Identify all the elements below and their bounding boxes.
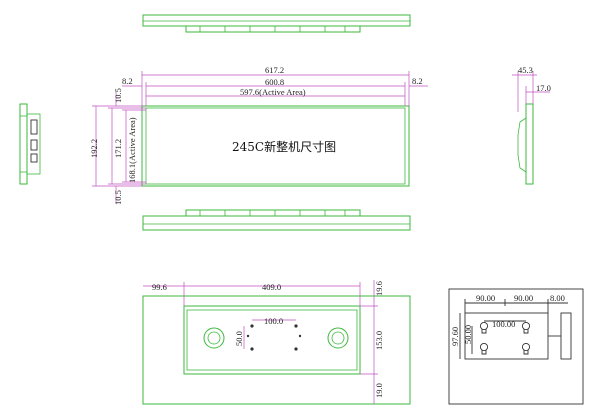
panel-depth-label: 17.0 — [536, 83, 551, 93]
front-view-outline — [141, 105, 410, 187]
detail-height-dim: 97.60 — [450, 327, 460, 346]
active-width-label: 597.6(Active Area) — [240, 87, 306, 97]
rear-left-offset-label: 99.6 — [152, 282, 167, 292]
hole-spacing-v-label: 50.0 — [234, 331, 244, 346]
front-view: 245C新整机尺寸图 617.2 600.8 597.6(Active Area… — [89, 65, 428, 205]
right-margin-label: 8.2 — [412, 76, 423, 86]
bezel-height-label: 171.2 — [113, 139, 123, 158]
top-view-lower — [142, 209, 411, 231]
left-margin-label: 8.2 — [122, 76, 133, 86]
overall-height-label: 192.2 — [89, 139, 99, 158]
detail-right-dim: 8.00 — [550, 293, 565, 303]
rear-view-outline — [142, 295, 411, 405]
rear-mount-height-label: 153.0 — [374, 331, 384, 350]
left-side-view — [19, 103, 41, 185]
detail-frame — [448, 288, 584, 405]
detail-vesa-h: 100.00 — [492, 319, 515, 329]
active-height-label: 168.1(Active Area) — [127, 117, 137, 183]
rear-mount-outline — [183, 305, 361, 375]
top-margin-label: 10.5 — [113, 88, 123, 103]
right-side-view: 45.3 17.0 — [512, 65, 551, 185]
rear-top-offset-label: 19.6 — [374, 281, 384, 296]
hole-spacing-h-label: 100.0 — [264, 316, 283, 326]
bezel-width-label: 600.8 — [265, 77, 284, 87]
detail-mid-dim: 90.00 — [514, 293, 533, 303]
overall-width-label: 617.2 — [265, 65, 284, 75]
detail-view: 90.00 90.00 8.00 97.60 100.00 50.00 — [448, 288, 584, 405]
rear-bottom-offset-label: 19.0 — [374, 383, 384, 398]
front-view-active-area — [145, 107, 406, 185]
detail-vesa-v: 50.00 — [463, 325, 473, 344]
depth-label: 45.3 — [518, 65, 533, 75]
rear-mount-width-label: 409.0 — [262, 282, 281, 292]
detail-left-dim: 90.00 — [476, 293, 495, 303]
drawing-title: 245C新整机尺寸图 — [232, 139, 336, 154]
rear-view: 99.6 409.0 19.6 153.0 19.0 100.0 50.0 — [142, 280, 411, 405]
top-view-upper — [142, 14, 411, 33]
bottom-margin-label: 10.5 — [113, 190, 123, 205]
